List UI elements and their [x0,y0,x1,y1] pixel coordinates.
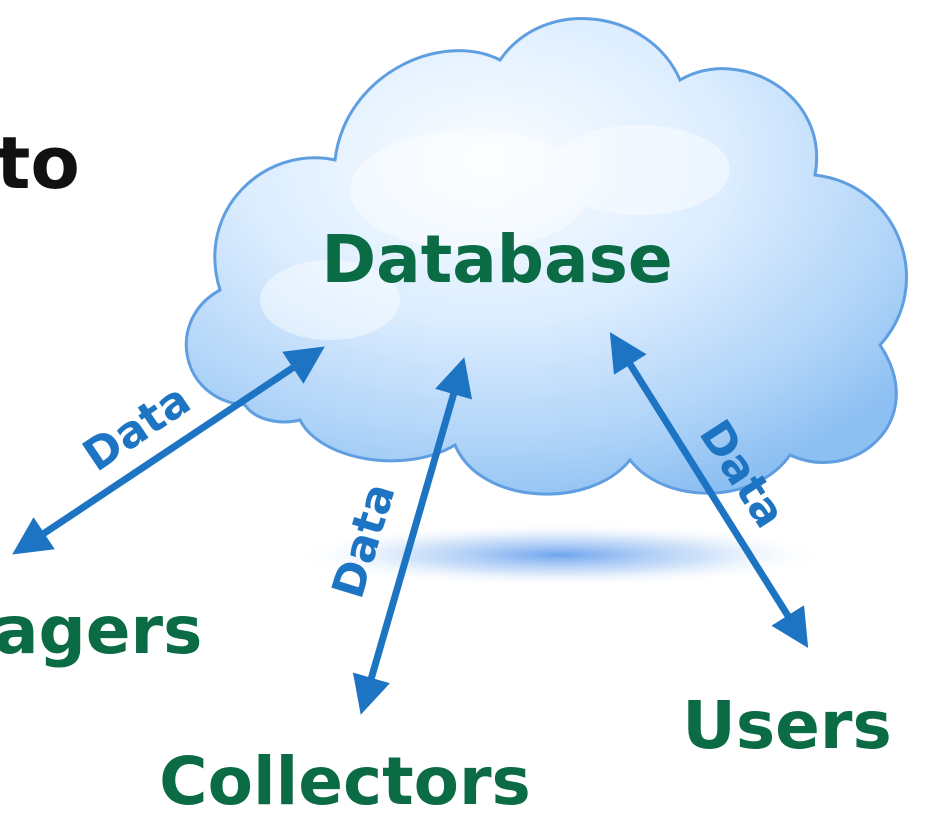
arrow-database-managers [12,346,325,555]
cloud-highlights [260,125,730,340]
arrow-database-collectors [352,357,473,715]
arrow-label-managers: Data [74,374,199,482]
arrows [12,331,809,715]
database-label: Database [321,221,672,298]
collectors-label: Collectors [159,743,531,819]
managers-label: agers [0,592,202,669]
heading-fragment: to [0,121,80,205]
users-label: Users [682,687,891,764]
arrow-database-users [609,331,809,649]
